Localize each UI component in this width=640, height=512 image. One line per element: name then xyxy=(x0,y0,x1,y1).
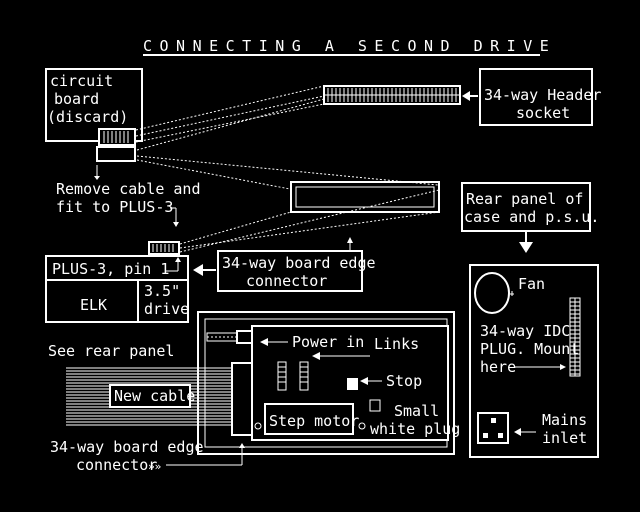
mount-hole-right xyxy=(358,422,366,430)
step-motor-box xyxy=(264,403,354,435)
plus3-connector-icon xyxy=(148,241,180,255)
plus3-pin-label: PLUS-3, pin 1 xyxy=(52,260,169,278)
header-socket-icon xyxy=(323,85,461,105)
drive-label: drive xyxy=(144,300,189,318)
plus3-box: PLUS-3, pin 1 ELK 3.5" drive xyxy=(45,255,189,323)
step-motor-label: Step motor xyxy=(269,412,359,430)
header-socket-line1: 34-way Header xyxy=(484,86,601,104)
small-plug-line1: Small xyxy=(394,402,439,420)
stop-icon xyxy=(347,378,358,390)
elk-label: ELK xyxy=(80,296,107,314)
rear-panel-line2: case and p.s.u. xyxy=(464,208,599,226)
new-cable: New cable xyxy=(66,367,232,426)
svg-text:»»: »» xyxy=(148,460,161,473)
board-edge-top-box: 34-way board edge connector xyxy=(217,250,376,292)
links-label: Links xyxy=(374,335,419,353)
stop-arrow xyxy=(360,377,382,385)
new-cable-label: New cable xyxy=(114,387,195,405)
idc-plug-line2: PLUG. Mount xyxy=(480,340,579,358)
fit-arrow xyxy=(170,207,179,227)
mains-arrow xyxy=(514,428,536,436)
board-edge-bottom-arrow: »» xyxy=(148,443,245,473)
mains-line2: inlet xyxy=(542,429,587,447)
board-edge-top-line1: 34-way board edge xyxy=(222,254,376,272)
idc-plug-line1: 34-way IDC xyxy=(480,322,570,340)
links-arrow xyxy=(312,352,370,360)
power-connector-icon xyxy=(206,330,253,344)
cable-dotted-lines-mid xyxy=(179,189,440,253)
circuit-board-line2: board xyxy=(54,90,99,108)
fan-label: Fan xyxy=(518,275,545,293)
rear-panel-diagram: Fan 34-way IDC PLUG. Mount here Mains in… xyxy=(469,264,599,458)
drive-edge-connector xyxy=(231,362,253,436)
drive-slot xyxy=(290,181,440,213)
small-plug-icon xyxy=(369,399,381,412)
drive-assembly: Power in Links Stop Small white plug Ste… xyxy=(197,311,460,455)
small-plug-line2: white plug xyxy=(370,420,460,438)
circuit-board-box: circuit board (discard) xyxy=(45,68,143,142)
board-edge-bottom-line2: connector xyxy=(76,456,157,474)
pin1-arrow xyxy=(166,257,181,272)
circuit-board-line1: circuit xyxy=(50,72,113,90)
idc-arrow xyxy=(514,364,566,370)
see-rear-label: See rear panel xyxy=(48,342,174,360)
mains-socket-icon xyxy=(477,412,509,444)
header-socket-box: 34-way Header socket xyxy=(479,68,601,126)
power-in-label: Power in xyxy=(292,333,364,351)
mount-hole-left xyxy=(254,422,262,430)
drive-size-label: 3.5" xyxy=(144,282,180,300)
idc-plug-icon xyxy=(569,297,581,377)
circuit-board-line3: (discard) xyxy=(47,108,128,126)
board-edge-top-arrow xyxy=(193,264,216,276)
header-socket-arrow xyxy=(462,91,478,101)
rear-panel-line1: Rear panel of xyxy=(466,190,583,208)
cable-dotted-lines-top xyxy=(135,85,439,190)
fan-arrow xyxy=(510,291,514,296)
board-edge-top-line2: connector xyxy=(246,272,327,290)
rear-panel-box: Rear panel of case and p.s.u. xyxy=(461,182,599,232)
board-edge-top-up-arrow xyxy=(347,237,353,251)
board-connector-icon xyxy=(96,128,136,162)
board-edge-bottom-line1: 34-way board edge xyxy=(50,438,204,456)
fan-icon xyxy=(474,272,510,314)
power-arrow xyxy=(260,338,288,346)
remove-cable-line1: Remove cable and xyxy=(56,180,201,198)
idc-plug-line3: here xyxy=(480,358,516,376)
rear-panel-arrow xyxy=(519,231,533,253)
stop-label: Stop xyxy=(386,372,422,390)
links-icon xyxy=(277,361,309,391)
header-socket-line2: socket xyxy=(516,104,570,122)
mains-line1: Mains xyxy=(542,411,587,429)
page-title: CONNECTING A SECOND DRIVE xyxy=(143,37,556,55)
remove-cable-line2: fit to PLUS-3 xyxy=(56,198,173,216)
